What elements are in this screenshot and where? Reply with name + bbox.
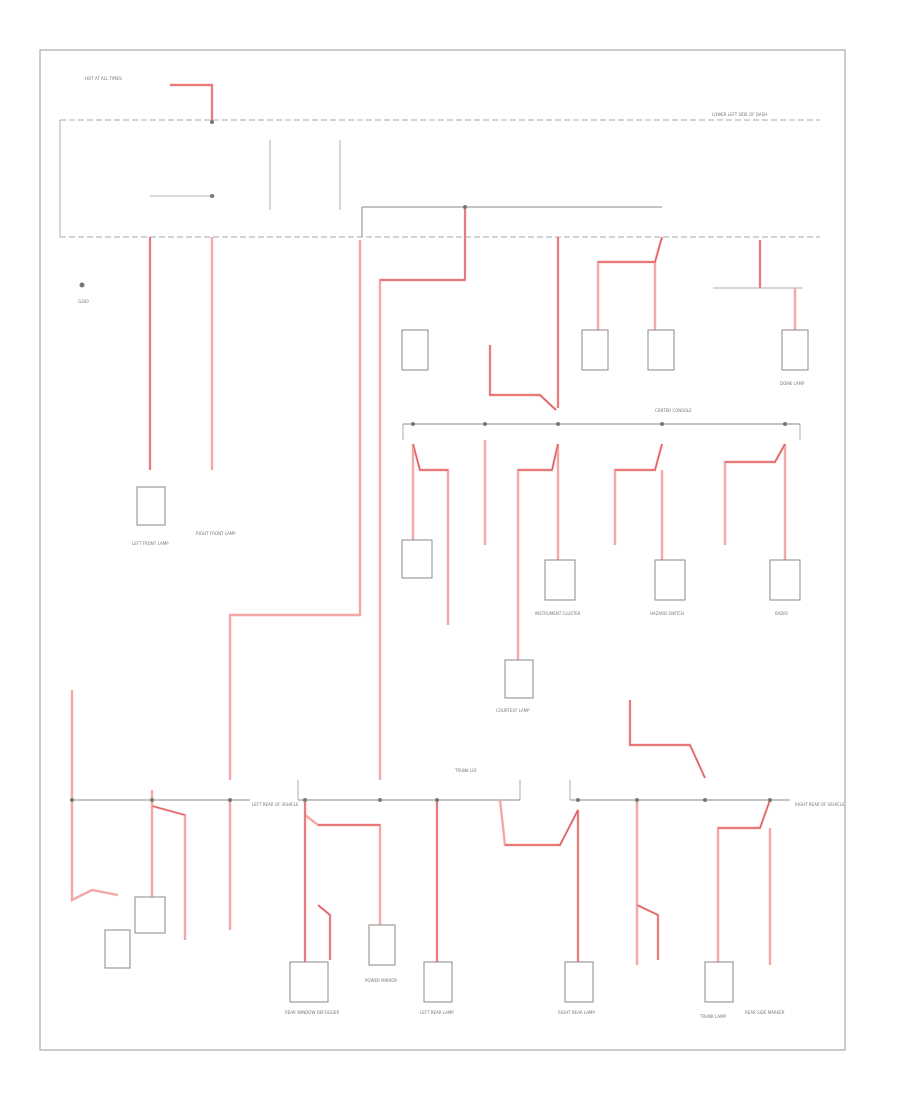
label-rear-window-defogger: REAR WINDOW DEFOGGER [285, 1010, 339, 1015]
label-hazard-switch: HAZARD SWITCH [650, 611, 684, 616]
component-dimmer-switch [401, 329, 429, 371]
component-left-lamp [581, 329, 609, 371]
circuit-wires [70, 83, 797, 965]
component-dome [781, 329, 809, 371]
label-ground-note: G200 [78, 299, 89, 304]
label-hot-at-all-times-note: HOT AT ALL TIMES [85, 76, 122, 81]
fuse-block [59, 119, 820, 238]
label-left-rear-lamp: LEFT REAR LAMP [420, 1010, 454, 1015]
junctions [70, 120, 787, 802]
component-left-rear-lamp [423, 961, 453, 1003]
component-hazard-switch [654, 559, 686, 601]
diagram-frame [39, 49, 846, 1051]
component-console-1 [401, 539, 433, 579]
component-lamp-a [134, 896, 166, 934]
label-left-rear-ref: LEFT REAR OF VEHICLE [252, 802, 299, 807]
component-rear-window-defogger [289, 961, 329, 1003]
component-right-lamp [647, 329, 675, 371]
component-right-rear-lamp [564, 961, 594, 1003]
label-radio: RADIO [775, 611, 788, 616]
components [104, 329, 809, 1003]
bus-bars [70, 287, 803, 801]
component-power-mirror [368, 924, 396, 966]
component-courtesy [504, 659, 534, 699]
label-fuse-block-ref: LOWER LEFT SIDE OF DASH [712, 112, 767, 117]
label-right-front-lamp: RIGHT FRONT LAMP [196, 531, 236, 536]
label-courtesy-lamp: COURTESY LAMP [496, 708, 530, 713]
label-left-front-lamp: LEFT FRONT LAMP [132, 541, 169, 546]
component-radio [769, 559, 801, 601]
label-dome-lamp: DOME LAMP [780, 381, 805, 386]
label-instrument-cluster: INSTRUMENT CLUSTER [535, 611, 581, 616]
diagram-labels: HOT AT ALL TIMES LOWER LEFT SIDE OF DASH… [78, 76, 845, 1019]
label-rear-side-marker: REAR SIDE MARKER [745, 1010, 785, 1015]
label-power-mirror: POWER MIRROR [365, 978, 397, 983]
component-rear-side-marker [704, 961, 734, 1003]
label-right-rear-lamp: RIGHT REAR LAMP [558, 1010, 595, 1015]
label-trunk-lamp: TRUNK LAMP [699, 1014, 727, 1019]
component-instrument-cluster [544, 559, 576, 601]
label-right-rear-ref: RIGHT REAR OF VEHICLE [795, 802, 845, 807]
component-lamp-b [104, 929, 131, 969]
label-center-console: CENTER CONSOLE [655, 408, 692, 413]
label-trunk-lid-ref: TRUNK LID [454, 768, 477, 773]
component-left-front-lamp [136, 486, 166, 526]
